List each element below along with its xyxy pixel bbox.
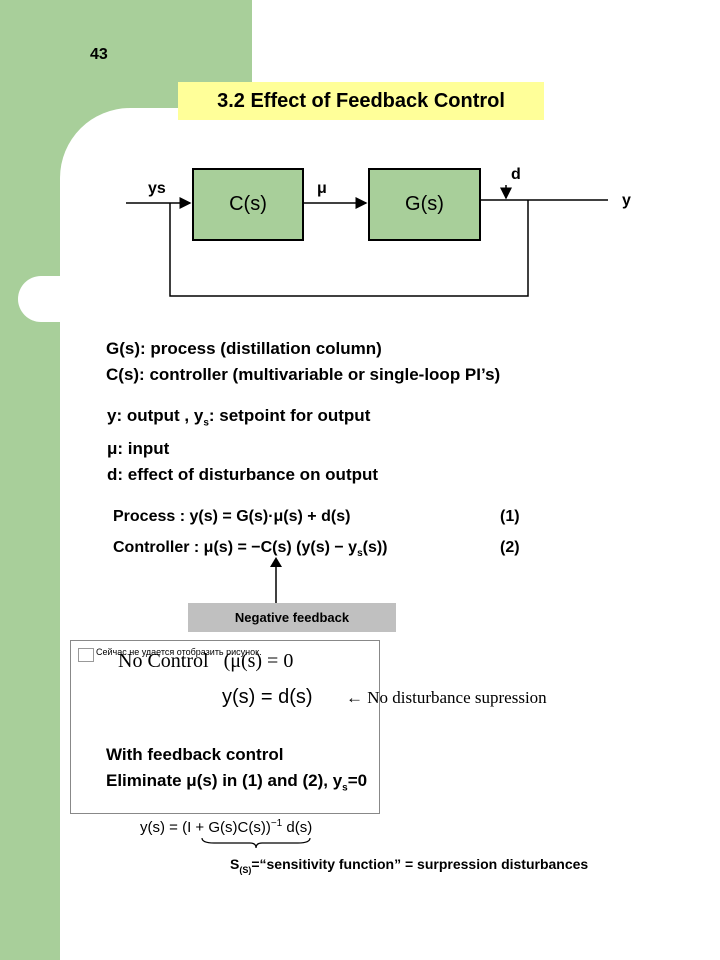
process-equation: Process : y(s) = G(s)·μ(s) + d(s) [113,508,351,525]
controller-equation: Controller : μ(s) = −C(s) (y(s) − ys(s)) [113,539,388,560]
no-control-result: y(s) = d(s) [222,686,313,708]
equation-number-2: (2) [500,539,520,556]
variables: y: output , ys: setpoint for output μ: i… [107,403,378,488]
equation-number-1: (1) [500,508,520,525]
sensitivity-function: S(S)=“sensitivity function” = surpressio… [230,856,589,875]
negative-feedback-arrow [270,557,282,603]
underbrace [201,837,311,849]
definition-process: G(s): process (distillation column) [106,339,382,358]
broken-image-icon [78,648,94,662]
variable-disturbance: d: effect of disturbance on output [107,465,379,485]
no-control-heading: No Control (μ(s) = 0 [118,650,294,672]
feedback-path [169,200,529,297]
panel-tab [18,276,78,322]
feedback-text: With feedback control Eliminate μ(s) in … [106,742,367,801]
output-label: y [622,192,631,209]
page-number: 43 [90,46,108,63]
no-control-note: ← No disturbance supression [346,688,547,707]
block-diagram [126,185,608,297]
process-block: G(s) [368,168,481,241]
slide-title: 3.2 Effect of Feedback Control [178,82,544,120]
variable-output: y: output , ys: setpoint for output [107,406,371,429]
negative-feedback-label: Negative feedback [188,603,396,632]
setpoint-label: ys [148,180,166,197]
definitions: G(s): process (distillation column) C(s)… [106,336,500,388]
variable-input: μ: input [107,439,170,459]
input-label: μ [317,180,327,197]
controller-block: C(s) [192,168,304,241]
feedback-line-1: With feedback control [106,745,284,764]
feedback-line-2: Eliminate μ(s) in (1) and (2), ys=0 [106,771,368,794]
broken-image-message: Сейчас не удается отобразить рисунок. [96,647,262,657]
closed-loop-equation: y(s) = (I + G(s)C(s))−1 d(s) [140,818,313,836]
no-control-box [70,640,380,814]
definition-controller: C(s): controller (multivariable or singl… [106,365,501,384]
disturbance-label: d [511,166,521,183]
